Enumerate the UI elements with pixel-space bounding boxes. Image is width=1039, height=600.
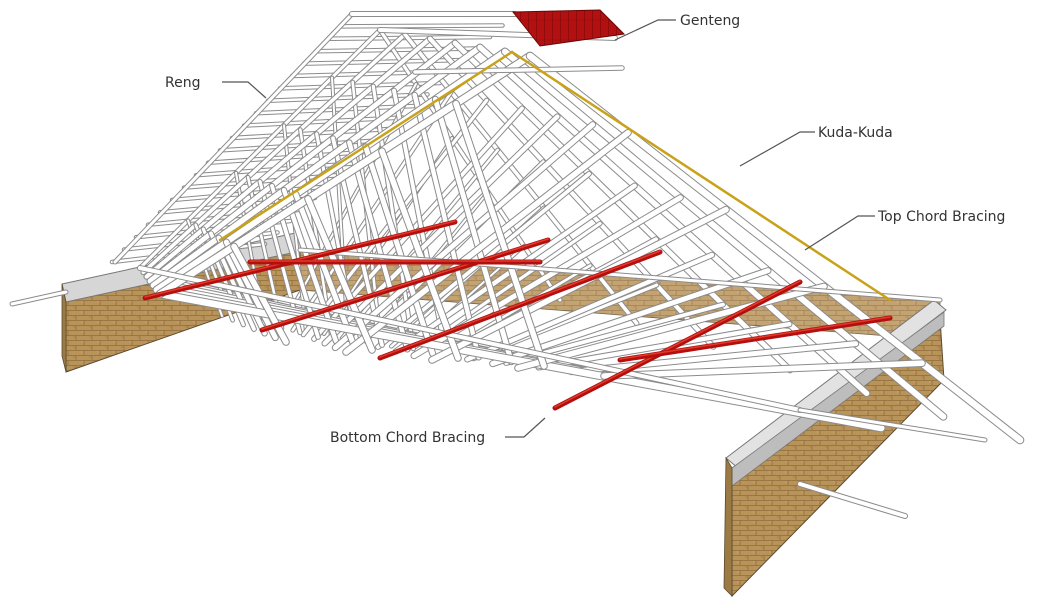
reng-overhang-face — [10, 290, 68, 306]
leader-lines — [222, 19, 875, 438]
reng-batten-face — [266, 93, 429, 103]
top-chord-bracing-members — [218, 50, 892, 302]
truss-top-chord-right-face — [526, 52, 1024, 444]
bottom-chord-brace-5-highlight — [619, 316, 891, 360]
genteng-label: Genteng — [680, 13, 740, 29]
truss-web-left-face — [281, 187, 339, 344]
bottom-chord-bracing-label: Bottom Chord Bracing — [330, 430, 485, 446]
bottom-chord-brace-1-highlight — [144, 220, 456, 298]
truss-web-right-face — [343, 130, 631, 355]
truss-web-left-face — [293, 191, 357, 349]
truss-top-chord-left-face — [153, 48, 508, 293]
bottom-chord-brace-3 — [377, 249, 663, 361]
kuda-kuda-trusses — [137, 11, 1025, 519]
truss-top-chord-left-face — [147, 40, 458, 284]
truss-web-right-face — [332, 122, 596, 351]
overhang-tie-face — [798, 482, 907, 518]
ceiling-tie-face — [798, 408, 987, 442]
truss-top-chord-right-face — [477, 44, 870, 397]
bottom-chord-brace-3-highlight — [379, 250, 661, 358]
truss-web-right-face — [601, 360, 925, 379]
bottom-chord-brace-2-highlight — [261, 238, 549, 330]
bottom-chord-bracing-members — [142, 219, 893, 411]
truss-top-chord-left-face — [156, 52, 534, 298]
top-chord-bracing-label: Top Chord Bracing — [877, 209, 1005, 225]
bottom-chord-brace-4-highlight — [554, 280, 801, 408]
truss-web-left-face — [432, 96, 514, 365]
top-purlin-2-face — [413, 66, 624, 74]
top-chord-bracing-leader — [804, 215, 875, 251]
truss-web-left-face — [453, 100, 547, 369]
truss-top-chord-right-face — [502, 48, 947, 420]
bottom-chord-brace-2 — [259, 237, 551, 333]
reng-leader — [222, 81, 267, 99]
truss-web-right-face — [568, 341, 859, 375]
top-chord-brace-right — [510, 50, 892, 302]
truss-web-left-face — [379, 148, 461, 361]
kuda-kuda-leader — [739, 131, 815, 167]
truss-web-right-face — [322, 114, 560, 346]
top-chord-brace-left — [218, 50, 514, 242]
bottom-chord-bracing-leader — [505, 417, 546, 438]
back-wall-plate-tie-face — [298, 248, 942, 302]
kuda-kuda-label: Kuda-Kuda — [818, 125, 893, 141]
bottom-chord-brace-4 — [552, 279, 803, 411]
genteng-leader — [614, 19, 676, 41]
long-bottom-tie-face — [138, 266, 802, 412]
truss-web-left-face — [363, 144, 436, 357]
bottom-chord-brace-5 — [617, 315, 893, 363]
truss-top-chord-left-face — [144, 36, 433, 279]
reng-batten-face — [338, 24, 504, 28]
truss-top-chord-left-face — [141, 32, 407, 275]
genteng-tiles — [511, 9, 626, 47]
reng-edge-rafter-face — [113, 12, 354, 264]
truss-bottom-chord-face — [156, 290, 885, 432]
truss-web-right-face — [515, 283, 827, 371]
truss-top-chord-left-face — [138, 28, 382, 270]
reng-label: Reng — [165, 75, 200, 91]
reng-batten-face — [302, 58, 467, 65]
truss-web-left-face — [305, 196, 375, 353]
truss-top-chord-left-face — [150, 44, 483, 289]
